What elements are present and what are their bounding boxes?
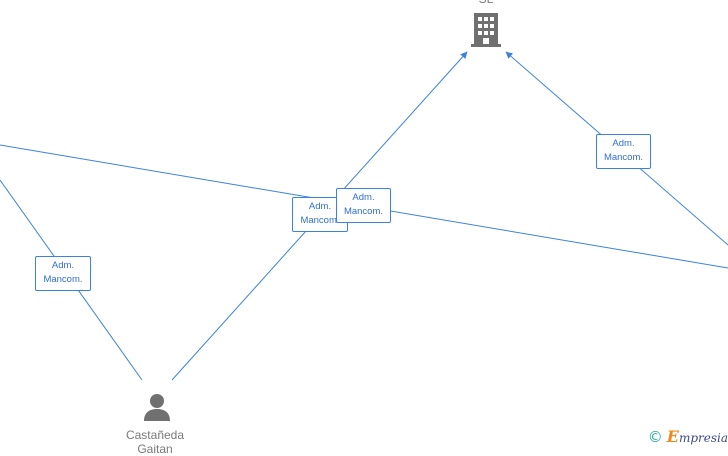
edge-label-line1: Adm.	[352, 192, 375, 203]
edge-label-line1: Adm.	[51, 260, 75, 271]
edge-label-line2: Mancom.	[300, 215, 340, 226]
person-icon[interactable]	[142, 393, 172, 421]
edge-label-line2: Mancom.	[343, 206, 384, 217]
person-node-label: Castañeda Gaitan	[110, 428, 200, 456]
brand-name: Empresia	[667, 427, 728, 446]
person-name-line2: Gaitan	[137, 442, 173, 456]
empresia-watermark: © Empresia	[648, 427, 728, 446]
brand-initial: E	[666, 427, 679, 446]
edge-label-line2: Mancom.	[43, 274, 83, 285]
copyright-symbol: ©	[647, 427, 663, 446]
edge-label-left[interactable]: Adm. Mancom.	[35, 256, 91, 291]
building-icon[interactable]	[471, 13, 501, 47]
edge-label-line1: Adm.	[612, 138, 635, 149]
edge-label-right[interactable]: Adm. Mancom.	[596, 134, 651, 169]
company-node-label: SL	[470, 0, 502, 6]
person-name-line1: Castañeda	[125, 428, 185, 442]
edge-label-line1: Adm.	[308, 201, 332, 212]
edge-label-center-front[interactable]: Adm. Mancom.	[336, 188, 391, 223]
brand-rest: mpresia	[678, 431, 728, 445]
edge-label-line2: Mancom.	[603, 152, 644, 163]
